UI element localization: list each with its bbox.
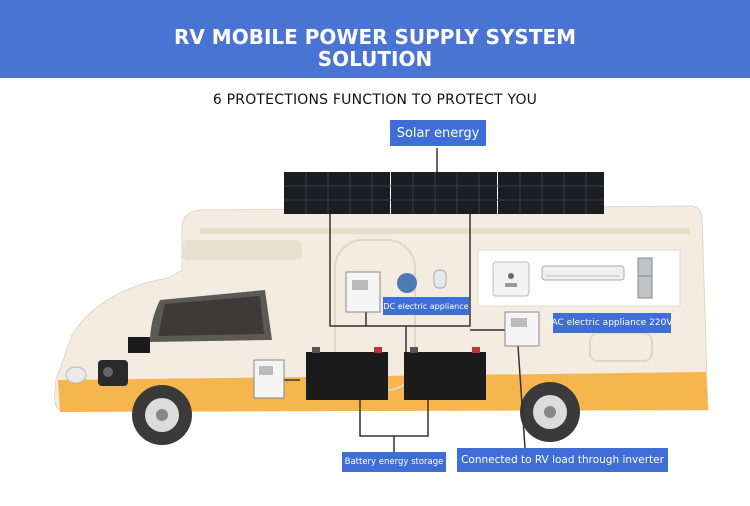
solar-panel [498, 172, 604, 214]
battery-bank [306, 347, 486, 400]
wiring [280, 148, 526, 452]
rv-wheel-rear [520, 382, 580, 442]
lamp-icon [433, 269, 447, 289]
rv-roof-line [200, 228, 690, 234]
rv-wheel-front [132, 385, 192, 445]
battery-storage-label: Battery energy storage [342, 452, 446, 472]
solar-panel [391, 172, 497, 214]
page-subtitle: 6 PROTECTIONS FUNCTION TO PROTECT YOU [212, 92, 538, 108]
title-line-2: SOLUTION [317, 47, 433, 71]
battery [404, 352, 486, 400]
refrigerator [637, 257, 653, 299]
rv-side-window [182, 240, 302, 260]
inverter-unit [504, 311, 540, 347]
fan-icon [397, 273, 417, 293]
page-title: RV MOBILE POWER SUPPLY SYSTEM SOLUTION [0, 26, 750, 70]
title-line-1: RV MOBILE POWER SUPPLY SYSTEM [173, 25, 577, 49]
rv-rear-window [589, 332, 653, 362]
solar-energy-label: Solar energy [390, 120, 486, 146]
air-conditioner [541, 265, 625, 281]
inverter-connection-label: Connected to RV load through inverter [457, 448, 668, 472]
dc-appliance-label: DC electric appliance [383, 297, 469, 315]
ac-appliance-panel [477, 249, 681, 307]
engine [98, 360, 128, 386]
dc-appliances [397, 269, 447, 293]
ac-appliance-label: AC electric appliance 220V [551, 313, 673, 333]
charge-controller [345, 271, 381, 313]
battery [306, 352, 388, 400]
starter-battery [128, 337, 150, 353]
rv-headlight [65, 366, 87, 384]
front-controller [253, 359, 285, 399]
header-banner [0, 0, 750, 78]
solar-panel-array [284, 172, 604, 214]
solar-panel [284, 172, 390, 214]
